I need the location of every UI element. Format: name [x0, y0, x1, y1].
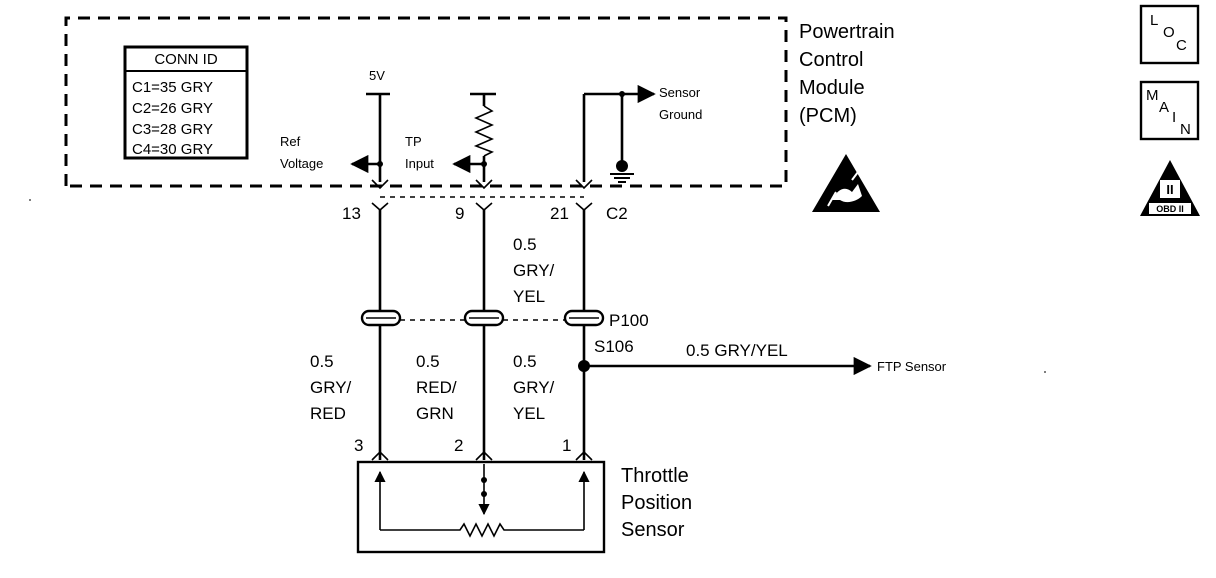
throttle-position-sensor: Throttle Position Sensor	[356, 460, 692, 554]
obd-ii-label: OBD II	[1156, 204, 1184, 214]
pcm-title-line-3: Module	[799, 77, 865, 99]
main-icon: M A I N	[1139, 80, 1200, 141]
resistor-icon	[473, 105, 494, 157]
pcm-title-line-2: Control	[799, 49, 863, 71]
tp-input-label: Input	[405, 156, 434, 171]
connector-label: C2	[606, 204, 628, 223]
loc-icon-letter: C	[1176, 37, 1187, 54]
pcm-title-line-4: (PCM)	[799, 105, 857, 127]
splice-s106: S106 0.5 GRY/YEL FTP Sensor	[578, 337, 947, 376]
sensor-pin-label: 3	[354, 436, 363, 455]
scan-speck	[29, 199, 31, 201]
obd-ii-numeral: II	[1166, 182, 1173, 197]
wire-label-lower-right: 0.5 GRY/ YEL	[513, 352, 555, 423]
pin-label: 21	[550, 204, 569, 223]
pcm-boundary	[64, 16, 788, 188]
inline-connector-label: P100	[609, 311, 649, 330]
wire-label-upper: 0.5 GRY/ YEL	[513, 235, 555, 306]
ref-voltage-label: Voltage	[280, 156, 323, 171]
main-icon-letter: I	[1172, 109, 1176, 126]
wire-label-lower-left: 0.5 GRY/ RED	[310, 352, 352, 423]
wire-label-line: RED/	[416, 378, 457, 397]
pcm-connector-c2: 13 9 21 C2	[342, 179, 628, 223]
pin-label: 13	[342, 204, 361, 223]
pcm-title-line-1: Powertrain	[799, 21, 895, 43]
splice-label: S106	[594, 337, 634, 356]
harness-wires	[378, 210, 586, 460]
pcm-title: Powertrain Control Module (PCM)	[799, 21, 895, 127]
inline-connector-p100: P100	[360, 309, 649, 330]
wire-label-line: 0.5	[416, 352, 440, 371]
conn-id-row: C4=30 GRY	[132, 141, 213, 158]
wire-label-line: GRY/	[513, 261, 555, 280]
conn-id-row: C2=26 GRY	[132, 100, 213, 117]
conn-id-header: CONN ID	[154, 51, 218, 68]
ref-voltage-circuit: 5V Ref Voltage	[280, 68, 390, 182]
loc-icon-letter: L	[1150, 12, 1158, 29]
sensor-ground-label: Ground	[659, 107, 702, 122]
sensor-pin-label: 2	[454, 436, 463, 455]
ground-symbol-icon	[610, 160, 634, 183]
wire-label-line: GRY/	[513, 378, 555, 397]
supply-label: 5V	[369, 68, 385, 83]
wire-label-line: YEL	[513, 287, 545, 306]
tp-input-label: TP	[405, 134, 422, 149]
esd-warning-icon	[812, 154, 880, 212]
wire-label-line: YEL	[513, 404, 545, 423]
sensor-ground-circuit: Sensor Ground	[582, 84, 702, 183]
sensor-title-line: Position	[621, 492, 692, 514]
wire-label-line: GRY/	[310, 378, 352, 397]
wire-label-line: 0.5	[513, 235, 537, 254]
pin-label: 9	[455, 204, 464, 223]
ftp-sensor-label: FTP Sensor	[877, 359, 947, 374]
main-icon-letter: N	[1180, 121, 1191, 138]
sensor-title-line: Sensor	[621, 519, 685, 541]
conn-id-row: C3=28 GRY	[132, 121, 213, 138]
branch-wire-label: 0.5 GRY/YEL	[686, 341, 788, 360]
sensor-ground-label: Sensor	[659, 85, 701, 100]
main-icon-letter: A	[1159, 99, 1169, 116]
wire-label-line: 0.5	[513, 352, 537, 371]
sensor-connector: 3 2 1	[354, 436, 593, 461]
conn-id-row: C1=35 GRY	[132, 79, 213, 96]
wire-label-lower-mid: 0.5 RED/ GRN	[416, 352, 457, 423]
tp-input-circuit: TP Input	[405, 92, 496, 182]
sensor-title-line: Throttle	[621, 465, 689, 487]
wire-label-line: GRN	[416, 404, 454, 423]
main-icon-letter: M	[1146, 87, 1159, 104]
sensor-pin-label: 1	[562, 436, 571, 455]
wire-label-line: RED	[310, 404, 346, 423]
loc-icon-letter: O	[1163, 24, 1175, 41]
scan-speck	[1044, 371, 1046, 373]
sensor-resistor-icon	[380, 522, 584, 538]
ref-voltage-label: Ref	[280, 134, 301, 149]
wire-label-line: 0.5	[310, 352, 334, 371]
conn-id-table: CONN ID C1=35 GRY C2=26 GRY C3=28 GRY C4…	[123, 45, 249, 160]
obd-ii-icon: II OBD II	[1140, 160, 1200, 216]
loc-icon: L O C	[1139, 4, 1200, 65]
